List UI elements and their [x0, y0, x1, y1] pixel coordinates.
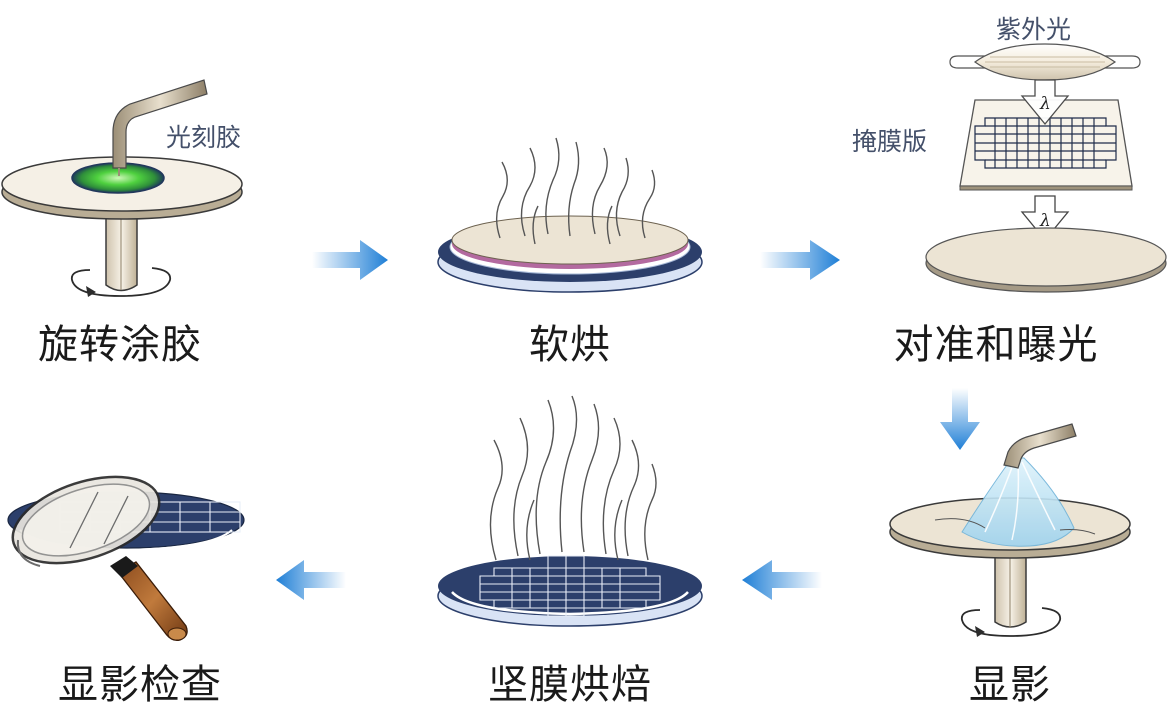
- develop-illustration: [889, 423, 1131, 637]
- flow-arrow-4: [742, 560, 822, 600]
- flow-arrow-3: [940, 388, 980, 450]
- step-label-soft-bake: 软烘: [529, 322, 611, 368]
- align-expose-illustration: [925, 43, 1167, 293]
- step-label-hard-bake: 坚膜烘焙: [488, 662, 652, 708]
- step-label-spin-coat: 旋转涂胶: [38, 322, 202, 368]
- spin-coat-illustration: [1, 79, 243, 297]
- photomask-label: 掩膜版: [852, 127, 927, 156]
- photomask-grid: [974, 117, 1117, 169]
- flow-arrow-5: [276, 560, 346, 600]
- photoresist-label: 光刻胶: [166, 123, 241, 152]
- step-label-align-expose: 对准和曝光: [893, 322, 1099, 368]
- inspect-illustration: [7, 475, 245, 642]
- uv-light-label: 紫外光: [996, 15, 1071, 44]
- lambda-symbol-bottom: λ: [1039, 211, 1051, 231]
- lambda-symbol-top: λ: [1039, 94, 1051, 114]
- soft-bake-illustration: [437, 137, 703, 293]
- hard-bake-illustration: [437, 395, 703, 627]
- flow-arrow-2: [760, 240, 840, 280]
- flow-arrow-1: [312, 240, 388, 280]
- step-label-inspect: 显影检查: [58, 662, 222, 708]
- step-label-develop: 显影: [969, 662, 1051, 708]
